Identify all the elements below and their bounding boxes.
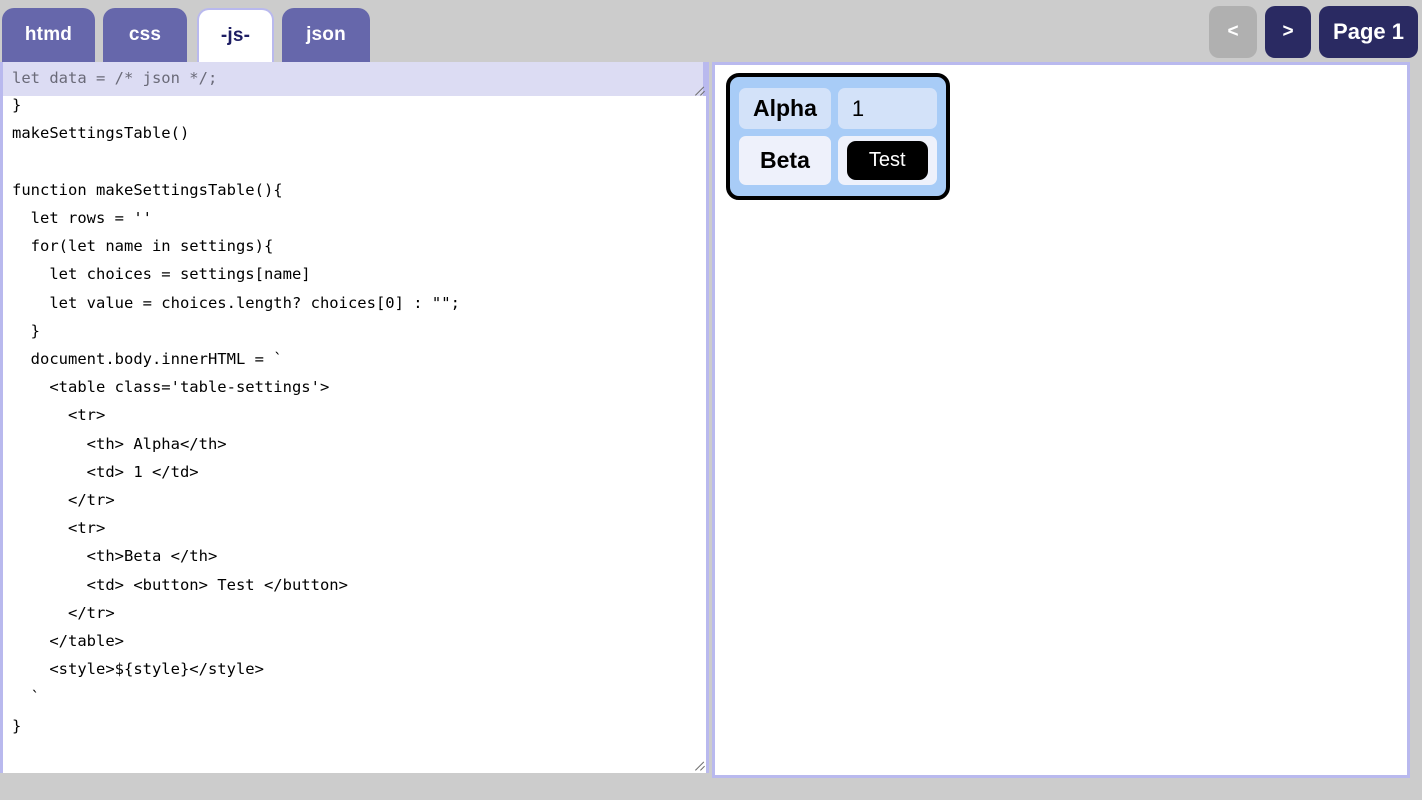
- resize-handle-code-editor[interactable]: [694, 759, 707, 772]
- json-stub-textarea[interactable]: let data = /* json */;: [0, 62, 706, 96]
- setting-value-beta: Test: [837, 136, 937, 185]
- next-page-button[interactable]: >: [1265, 6, 1311, 58]
- test-button[interactable]: Test: [846, 141, 928, 180]
- settings-table: Alpha 1 Beta Test: [726, 73, 950, 200]
- page-indicator-button[interactable]: Page 1: [1319, 6, 1418, 58]
- resize-handle-json-stub[interactable]: [694, 84, 707, 97]
- tab-js[interactable]: -js-: [197, 8, 274, 62]
- tab-json[interactable]: json: [282, 8, 370, 62]
- table-row: Beta Test: [739, 136, 937, 185]
- tab-css[interactable]: css: [103, 8, 187, 62]
- setting-name-alpha: Alpha: [739, 88, 831, 129]
- top-bar: htmd css -js- json < > Page 1: [0, 0, 1422, 62]
- setting-value-alpha: 1: [837, 88, 937, 129]
- table-row: Alpha 1: [739, 88, 937, 129]
- code-editor-textarea[interactable]: 'beta' : words('a b c d e') } makeSettin…: [0, 62, 709, 773]
- editor-panel: 'beta' : words('a b c d e') } makeSettin…: [0, 62, 709, 775]
- tab-htmd[interactable]: htmd: [2, 8, 95, 62]
- preview-pane: Alpha 1 Beta Test: [712, 62, 1410, 778]
- prev-page-button[interactable]: <: [1209, 6, 1257, 58]
- setting-name-beta: Beta: [739, 136, 831, 185]
